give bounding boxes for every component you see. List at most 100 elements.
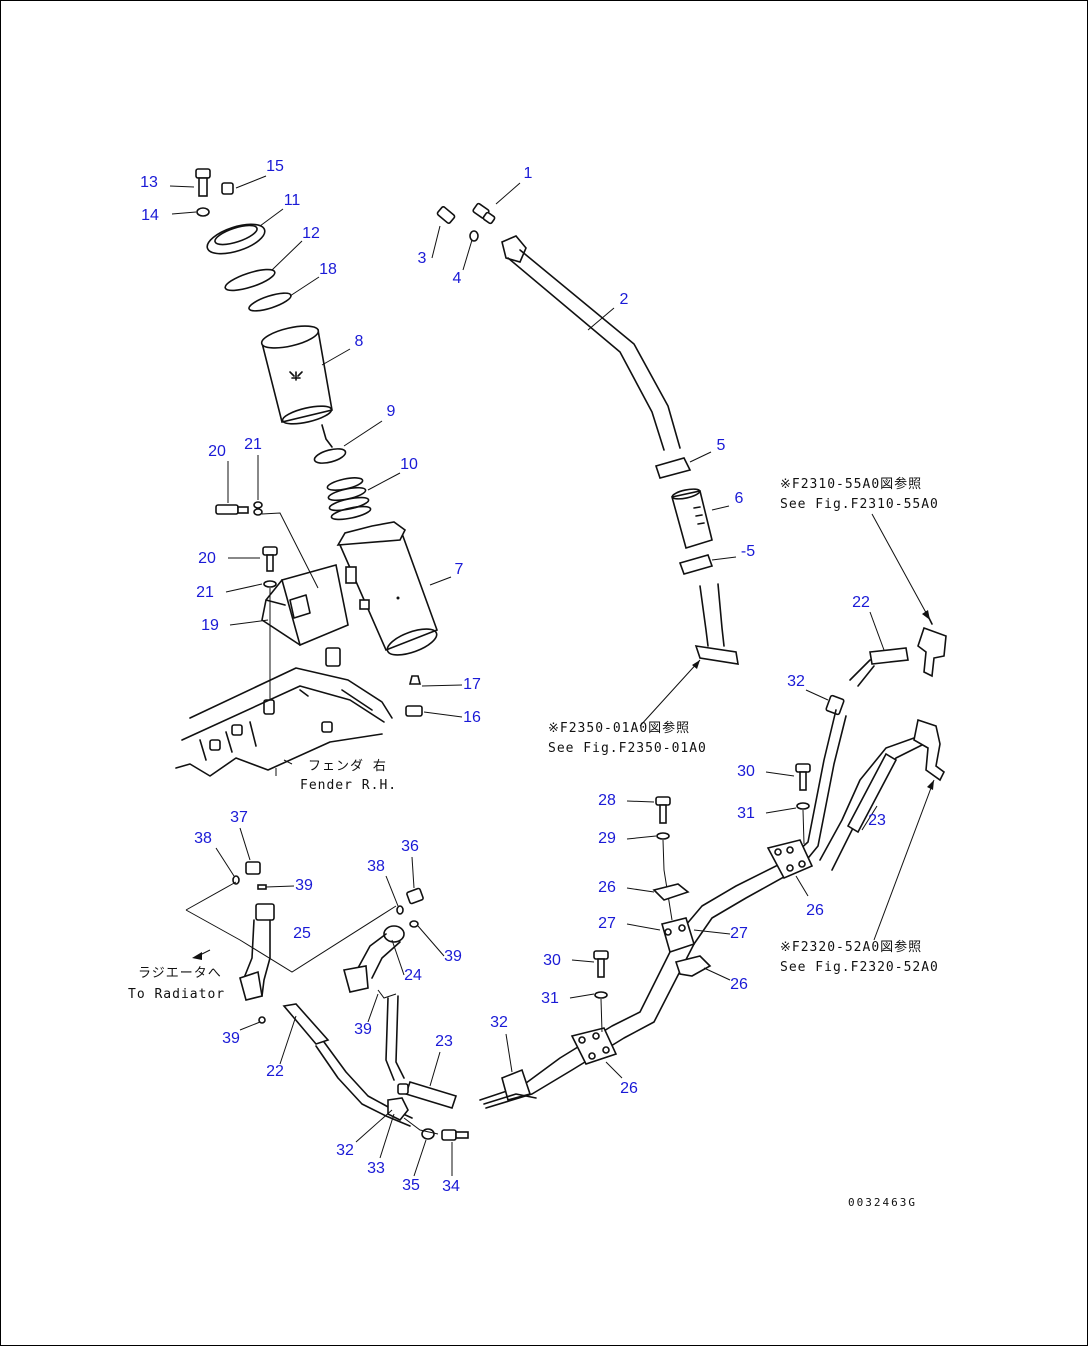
callout-30: 30 xyxy=(543,952,561,969)
drain-plug-17[interactable] xyxy=(408,675,422,685)
reference-note: See Fig.F2350-01A0 xyxy=(548,741,707,756)
clamp-26-upper[interactable] xyxy=(766,839,814,880)
drawing-code: 0032463G xyxy=(848,1196,917,1209)
fitting-36[interactable] xyxy=(406,887,424,905)
hose-end-23-lower[interactable] xyxy=(397,1081,458,1109)
clip-32-upper[interactable] xyxy=(825,694,845,716)
callout-36: 36 xyxy=(401,838,419,855)
reference-note: ※F2350-01A0図参照 xyxy=(548,720,690,736)
bolt-3[interactable] xyxy=(436,206,456,224)
bolt-20-upper[interactable] xyxy=(215,504,249,515)
callout-32: 32 xyxy=(490,1014,508,1031)
callout-37: 37 xyxy=(230,809,248,826)
washer-14[interactable] xyxy=(196,207,210,217)
clip-32-lower[interactable] xyxy=(387,1097,409,1122)
reference-note: See Fig.F2320-52A0 xyxy=(780,960,939,975)
oring-39-top[interactable] xyxy=(257,884,267,890)
callout-21: 21 xyxy=(244,436,262,453)
hose-end-22-lower[interactable] xyxy=(282,1003,330,1045)
callout-21: 21 xyxy=(196,584,214,601)
reference-note: Fender R.H. xyxy=(300,778,397,793)
bolt-30-lower[interactable] xyxy=(593,950,609,978)
reference-note: ラジエータへ xyxy=(138,966,222,981)
valve-9[interactable] xyxy=(313,424,347,466)
pipe-25[interactable] xyxy=(239,903,275,1001)
spring-10[interactable] xyxy=(326,475,372,522)
callout-27: 27 xyxy=(730,925,748,942)
pipe-assembly-top xyxy=(436,202,739,665)
bracket-19[interactable] xyxy=(261,563,349,647)
bolt-30-upper[interactable] xyxy=(795,763,811,791)
callout-6: 6 xyxy=(735,490,744,507)
callout-26: 26 xyxy=(620,1080,638,1097)
callout-2: 2 xyxy=(620,291,629,308)
gasket-12[interactable] xyxy=(223,265,277,294)
plate-26-bottom[interactable] xyxy=(674,955,712,977)
oring-39-lower-left[interactable] xyxy=(258,1016,266,1024)
callout-38: 38 xyxy=(367,858,385,875)
pipe-lower-elbow[interactable] xyxy=(694,583,739,665)
washer-4[interactable] xyxy=(469,230,479,242)
oring-39-right[interactable] xyxy=(409,920,419,928)
washer-31-upper[interactable] xyxy=(796,802,810,810)
washer-21-lower[interactable] xyxy=(263,580,277,588)
callout-33: 33 xyxy=(367,1160,385,1177)
callout-39: 39 xyxy=(444,948,462,965)
callout-5: 5 xyxy=(717,437,726,454)
clamp-26-middle[interactable] xyxy=(661,917,695,954)
sensor-16[interactable] xyxy=(405,705,423,717)
fender-rh xyxy=(175,647,393,777)
hose-24[interactable] xyxy=(342,925,405,993)
filter-case-7[interactable] xyxy=(336,521,440,660)
pipe-2[interactable] xyxy=(501,235,681,451)
nut-15[interactable] xyxy=(221,182,234,195)
callout-39: 39 xyxy=(354,1021,372,1038)
clamp-5-upper[interactable] xyxy=(654,457,692,479)
washer-21-upper[interactable] xyxy=(253,501,263,516)
bolt-20-lower[interactable] xyxy=(262,546,278,572)
callout-13: 13 xyxy=(140,174,158,191)
elbow-fitting-upper-right[interactable] xyxy=(917,611,947,678)
callout-11: 11 xyxy=(284,192,301,209)
clamp-26-lower[interactable] xyxy=(570,1027,618,1065)
callout-22: 22 xyxy=(852,594,870,611)
bolt-13[interactable] xyxy=(195,168,211,197)
plate-26-top[interactable] xyxy=(652,883,690,901)
reference-note: To Radiator xyxy=(128,987,225,1002)
reference-note: ※F2310-55A0図参照 xyxy=(780,476,922,492)
hose-routing xyxy=(479,611,947,1109)
callout-24: 24 xyxy=(404,967,422,984)
clip-32-middle[interactable] xyxy=(501,1068,532,1101)
hose-end-22-upper[interactable] xyxy=(849,647,909,687)
washer-31-lower[interactable] xyxy=(594,991,608,999)
oring-38-right[interactable] xyxy=(396,905,404,915)
hose-end-23-right[interactable] xyxy=(846,752,898,834)
filter-element-8[interactable] xyxy=(260,322,333,428)
callout-leaders xyxy=(169,175,935,1177)
oring-38-left[interactable] xyxy=(232,875,240,885)
callout-22: 22 xyxy=(266,1063,284,1080)
reference-arrows xyxy=(192,610,934,960)
filter-assembly xyxy=(195,168,440,717)
bolt-34[interactable] xyxy=(441,1129,469,1141)
callout-3: 3 xyxy=(418,250,427,267)
reference-note: ※F2320-52A0図参照 xyxy=(780,939,922,955)
callout-23: 23 xyxy=(435,1033,453,1050)
hose-6[interactable] xyxy=(671,487,713,550)
cover-11[interactable] xyxy=(204,218,268,259)
bolt-28[interactable] xyxy=(655,796,671,824)
clamp-5-lower[interactable] xyxy=(678,554,714,575)
clamp-1[interactable] xyxy=(472,202,496,225)
callout-26: 26 xyxy=(806,902,824,919)
callout-15: 15 xyxy=(266,158,284,175)
callout-38: 38 xyxy=(194,830,212,847)
elbow-fitting-lower-right[interactable] xyxy=(913,718,946,782)
oring-18[interactable] xyxy=(247,289,293,314)
fitting-37[interactable] xyxy=(245,861,261,875)
callout-18: 18 xyxy=(319,261,337,278)
washer-29[interactable] xyxy=(656,832,670,840)
callout-17: 17 xyxy=(463,676,481,693)
callout-10: 10 xyxy=(400,456,418,473)
callout-39: 39 xyxy=(222,1030,240,1047)
